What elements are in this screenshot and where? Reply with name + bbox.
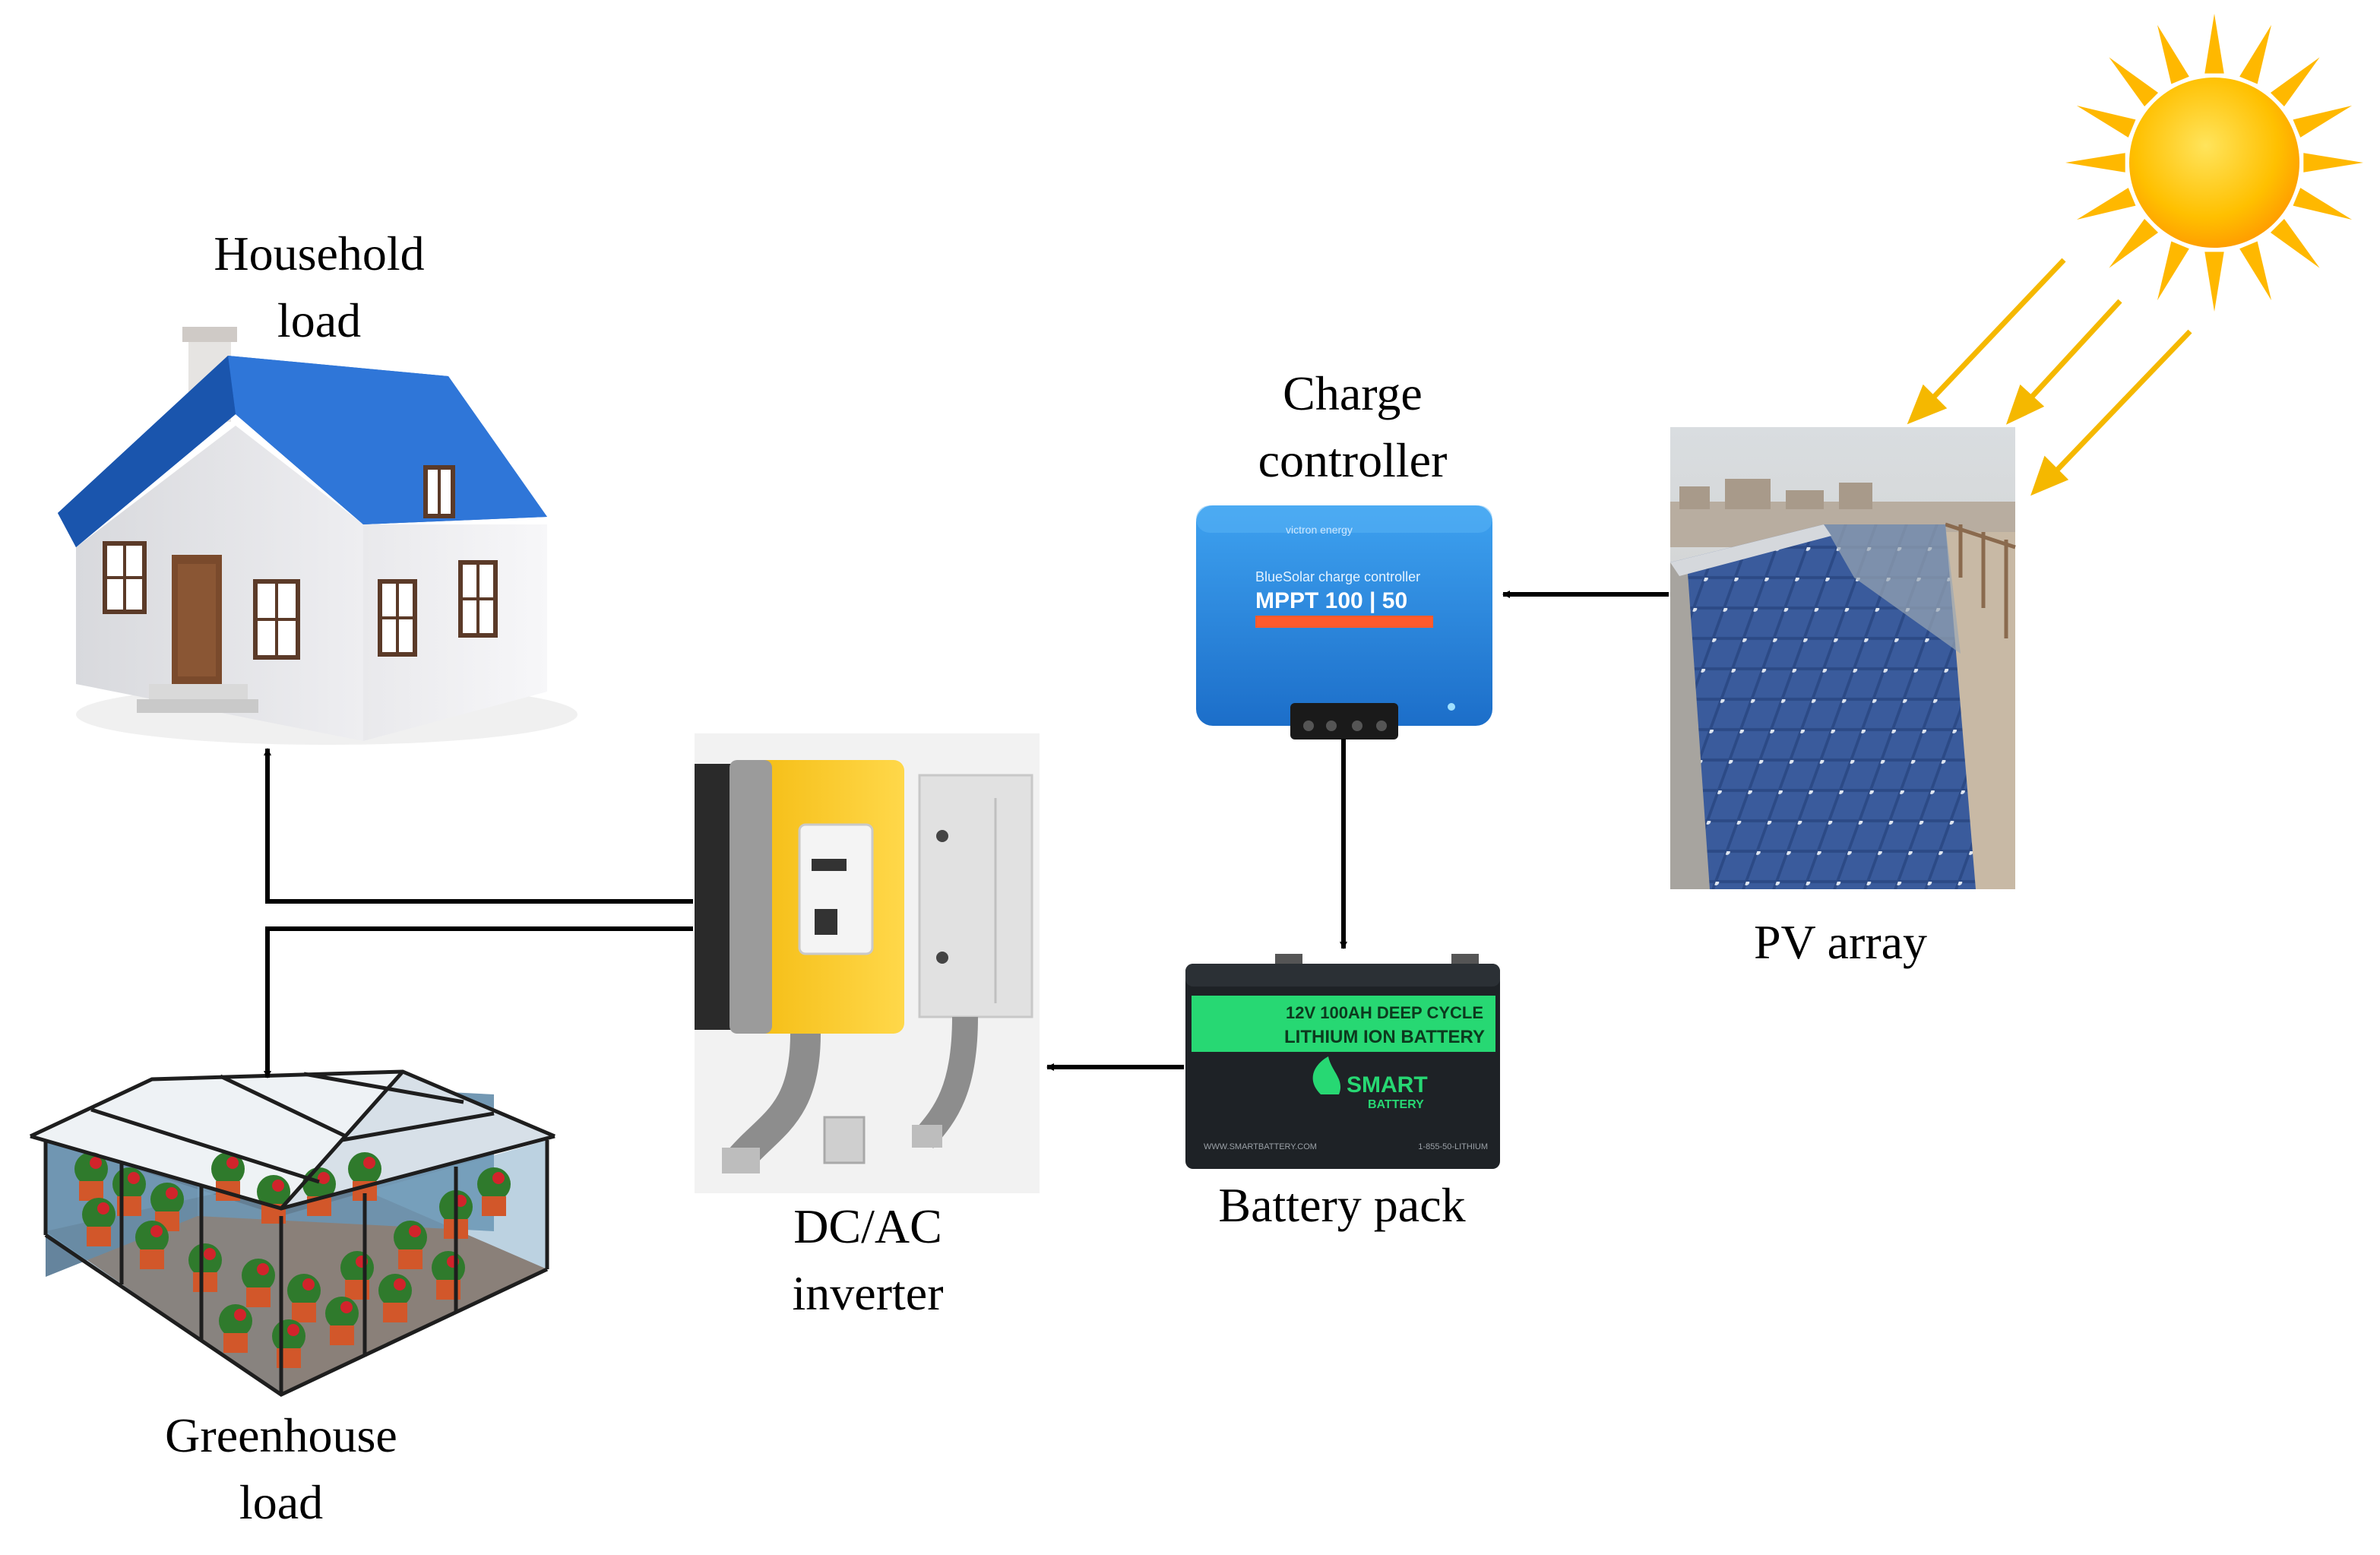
sun-ray <box>2204 252 2224 312</box>
battery-pack-label: Battery pack <box>1218 1178 1466 1232</box>
plant-foliage <box>219 1304 252 1338</box>
sun-ray <box>2065 153 2125 173</box>
plant-pot <box>383 1303 407 1322</box>
sun-ray <box>2157 24 2189 84</box>
plant-foliage <box>477 1167 511 1201</box>
plant-flower <box>363 1157 375 1169</box>
plant-flower <box>340 1301 353 1313</box>
sun-ray <box>2303 153 2363 173</box>
plant-flower <box>302 1278 315 1291</box>
sun-ray <box>2270 218 2320 268</box>
plant-pot <box>482 1196 506 1216</box>
plant-foliage <box>325 1297 359 1330</box>
battery-brand: SMART <box>1347 1072 1428 1097</box>
sun-ray <box>2293 188 2353 220</box>
plant-flower <box>166 1187 178 1199</box>
plant-pot <box>193 1272 217 1292</box>
plant-flower <box>90 1157 102 1169</box>
household-load-label: Household load <box>214 226 425 347</box>
sun-ray-arrows <box>1907 258 2192 496</box>
plant-pot <box>246 1287 271 1307</box>
plant-foliage <box>394 1221 427 1254</box>
plant-pot <box>140 1249 164 1269</box>
sun-ray <box>2157 241 2189 301</box>
sun-ray <box>2109 218 2159 268</box>
plant-pot <box>223 1333 248 1353</box>
battery-line2: LITHIUM ION BATTERY <box>1284 1027 1485 1047</box>
pv-array-label: PV array <box>1753 915 1928 969</box>
plant-foliage <box>378 1274 412 1307</box>
battery-line1: 12V 100AH DEEP CYCLE <box>1286 1003 1483 1022</box>
plant-flower <box>287 1324 299 1336</box>
controller-model: MPPT 100 | 50 <box>1255 588 1407 613</box>
plant-flower <box>128 1172 140 1184</box>
plant-foliage <box>348 1152 381 1186</box>
sun-ray <box>2076 188 2136 220</box>
battery-footer-right: 1-855-50-LITHIUM <box>1418 1142 1488 1151</box>
battery-leaf-icon <box>1312 1056 1341 1094</box>
plant-foliage <box>112 1167 146 1201</box>
arrow-inverter-to-greenhouse <box>264 926 693 1078</box>
battery-footer-left: WWW.SMARTBATTERY.COM <box>1204 1142 1317 1151</box>
battery-brand-sub: BATTERY <box>1368 1098 1424 1111</box>
plant-pot <box>330 1325 354 1345</box>
controller-series: BlueSolar charge controller <box>1255 569 1420 584</box>
plant-pot <box>87 1227 111 1246</box>
plant-flower <box>226 1157 239 1169</box>
plant-foliage <box>188 1243 222 1277</box>
plant-foliage <box>242 1259 275 1292</box>
plant-foliage <box>287 1274 321 1307</box>
sun-ray <box>2109 57 2159 107</box>
sun-ray <box>2239 24 2272 84</box>
plant-pot <box>398 1249 423 1269</box>
charge-controller-label: Charge controller <box>1258 366 1448 487</box>
greenhouse-icon <box>29 1069 555 1397</box>
plant-flower <box>272 1180 284 1192</box>
inverter-label: DC/AC inverter <box>792 1199 944 1320</box>
pv-array-image <box>1670 427 2016 889</box>
plant-flower <box>97 1202 109 1215</box>
plant-foliage <box>340 1251 374 1284</box>
charge-controller-image: victron energy BlueSolar charge controll… <box>1196 505 1492 739</box>
sun-ray <box>2270 57 2320 107</box>
controller-brand: victron energy <box>1286 524 1353 536</box>
plant-foliage <box>150 1183 184 1216</box>
plant-flower <box>409 1225 421 1237</box>
plant-pot <box>79 1181 103 1201</box>
plant-flower <box>394 1278 406 1291</box>
sun-icon <box>2065 14 2363 312</box>
greenhouse-load-label: Greenhouse load <box>165 1408 397 1529</box>
plant-foliage <box>432 1251 465 1284</box>
plant-flower <box>150 1225 163 1237</box>
plant-flower <box>492 1172 505 1184</box>
plant-flower <box>204 1248 216 1260</box>
house-icon <box>58 327 578 745</box>
plant-flower <box>234 1309 246 1321</box>
plant-pot <box>292 1303 316 1322</box>
battery-image: 12V 100AH DEEP CYCLE LITHIUM ION BATTERY… <box>1185 954 1500 1169</box>
sun-ray <box>2204 14 2224 74</box>
plant-foliage <box>82 1198 116 1231</box>
plant-flower <box>318 1172 330 1184</box>
sun-ray <box>2239 241 2272 301</box>
plant-flower <box>257 1263 269 1275</box>
sun-ray <box>2076 105 2136 138</box>
plant-foliage <box>272 1319 305 1353</box>
plant-foliage <box>135 1221 169 1254</box>
inverter-image <box>695 733 1040 1193</box>
arrow-inverter-to-household <box>264 748 693 904</box>
sun-ray <box>2293 105 2353 138</box>
connector-lines <box>264 591 1669 1078</box>
